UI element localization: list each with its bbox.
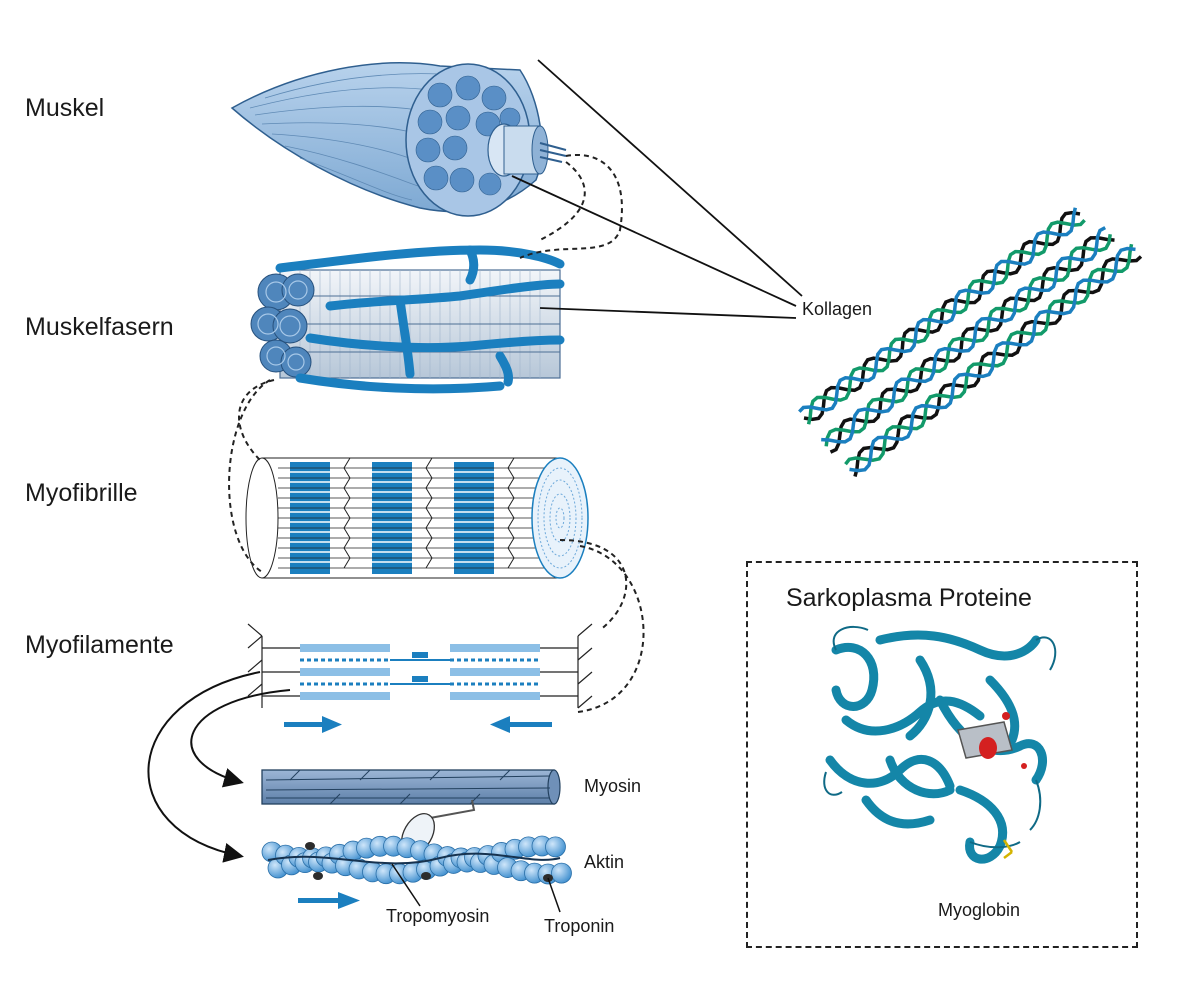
actin-direction-arrow-icon: [298, 892, 360, 909]
label-tropomyosin: Tropomyosin: [386, 906, 490, 926]
collagen-strand: [844, 243, 1134, 466]
connector-fiber-myofibril-2: [228, 379, 271, 573]
collagen-triple-helix: [798, 207, 1143, 477]
troponin-leader: [547, 877, 561, 913]
collagen-strand: [853, 255, 1143, 477]
heme-group: [957, 712, 1027, 769]
label-aktin: Aktin: [584, 852, 625, 872]
connector-muscle-fiber-2: [539, 161, 586, 241]
collagen-leader-2: [511, 175, 797, 307]
collagen-strand: [824, 234, 1112, 447]
sarcoplasm-box: [746, 561, 1138, 948]
tropomyosin-strand: [267, 852, 561, 865]
collagen-strand: [806, 219, 1086, 425]
label-muskel: Muskel: [25, 94, 105, 122]
label-myofibrille: Myofibrille: [25, 479, 138, 507]
left-arrow-icon: [490, 716, 552, 733]
troponin-dots: [305, 842, 553, 882]
right-arrow-icon: [284, 716, 342, 733]
actin-arrow-icon: [147, 671, 261, 863]
myoglobin-structure: [823, 625, 1057, 864]
sarcoplasm-title: Sarkoplasma Proteine: [786, 584, 1032, 612]
muscle-fiber-bundle: [250, 245, 565, 394]
collagen-leader-3: [539, 307, 797, 319]
sulfate-group: [1002, 839, 1014, 859]
label-myofilamente: Myofilamente: [25, 631, 174, 659]
connector-myofibril-filament: [559, 539, 628, 631]
collagen-strand: [803, 210, 1081, 422]
connector-fiber-myofibril: [238, 379, 275, 461]
connector-myofibril-filament-2: [577, 545, 645, 713]
muscle-illustration: [230, 62, 567, 217]
myofibril-illustration: [245, 457, 589, 579]
label-muskelfasern: Muskelfasern: [25, 313, 174, 341]
sarcomere-illustration: [247, 623, 593, 733]
label-myoglobin: Myoglobin: [938, 900, 1021, 920]
actin-bead: [545, 836, 566, 858]
connector-muscle-fiber: [519, 154, 623, 259]
myosin-arrow-icon: [190, 689, 291, 788]
collagen-strand: [829, 236, 1115, 454]
collagen-strand: [821, 226, 1107, 444]
label-kollagen: Kollagen: [800, 299, 875, 320]
collagen-strand: [849, 246, 1136, 473]
label-myosin: Myosin: [584, 776, 642, 796]
collagen-strand: [798, 207, 1078, 413]
collagen-leader-1: [537, 59, 803, 297]
actin-bead: [551, 862, 572, 884]
label-troponin: Troponin: [544, 916, 615, 936]
tropomyosin-leader: [391, 863, 421, 907]
